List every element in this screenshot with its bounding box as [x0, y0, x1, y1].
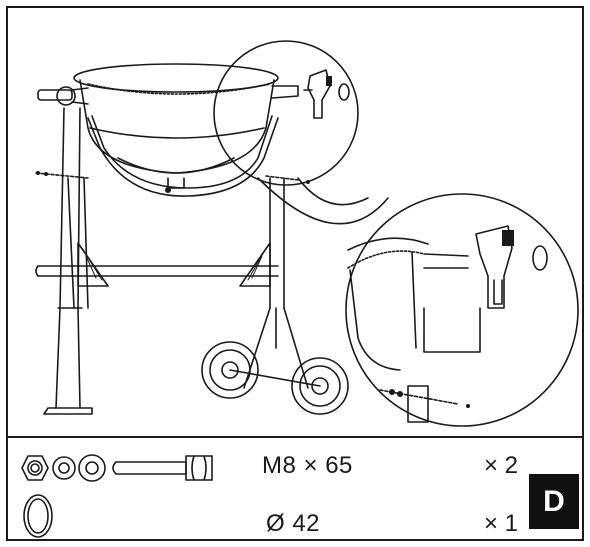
- right-leg: [269, 177, 285, 309]
- detail-callout-large: [345, 193, 579, 427]
- hardware-set-icon: [21, 454, 213, 482]
- drum-rim: [73, 63, 279, 93]
- left-leg: [55, 107, 81, 409]
- drum-cradle: [87, 117, 279, 197]
- bolt-icon: [112, 461, 187, 475]
- part-spec-bolt: M8 × 65: [262, 452, 353, 479]
- ring-icon: [23, 494, 53, 538]
- part-spec-ring: Ø 42: [266, 510, 321, 537]
- detail-callout-small: [213, 40, 359, 186]
- drum-rim-serrations: [87, 83, 271, 95]
- hex-nut-icon: [21, 455, 49, 481]
- cement-mixer-drawing: [35, 40, 579, 427]
- cross-bar: [37, 265, 279, 277]
- step-label-badge: D: [529, 474, 579, 529]
- instruction-panel: M8 × 65 × 2 Ø 42 × 1: [6, 6, 584, 541]
- part-qty-bolt: × 2: [484, 452, 519, 479]
- left-handle: [37, 89, 73, 101]
- wheel-right: [291, 357, 349, 415]
- wheel-left: [201, 341, 259, 399]
- section-divider: [8, 436, 582, 438]
- callout-connector: [257, 177, 389, 225]
- left-brace: [77, 242, 109, 287]
- parts-list: M8 × 65 × 2 Ø 42 × 1: [8, 438, 582, 541]
- drum-bottom: [117, 157, 235, 174]
- assembly-illustration: [8, 8, 582, 436]
- flat-washer-icon: [78, 454, 106, 482]
- lock-washer-icon: [52, 456, 76, 480]
- right-brace: [239, 242, 271, 287]
- part-qty-ring: × 1: [484, 510, 519, 537]
